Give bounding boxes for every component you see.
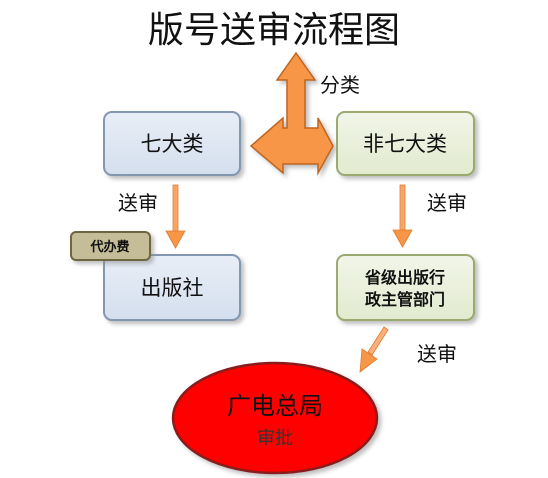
sarft-approval-node: 广电总局 审批	[171, 361, 379, 475]
submit-right-label: 送审	[427, 191, 467, 215]
node-seven-categories-label: 七大类	[141, 132, 204, 156]
diagonal-arrow-icon	[359, 326, 389, 373]
down-arrow-icon-left	[165, 184, 186, 249]
node-publisher: 出版社	[103, 254, 241, 321]
agency-fee-tag: 代办费	[70, 231, 151, 261]
diagram-title: 版号送审流程图	[148, 10, 400, 51]
node-provincial-line1: 省级出版行	[364, 268, 445, 287]
agency-fee-label: 代办费	[89, 239, 129, 255]
node-non-seven-categories: 非七大类	[336, 111, 475, 176]
classify-label: 分类	[320, 73, 360, 97]
down-arrow-icon-right	[392, 184, 413, 248]
node-provincial-authority: 省级出版行 政主管部门	[336, 254, 475, 321]
sarft-title: 广电总局	[227, 392, 323, 420]
sarft-action: 审批	[257, 428, 293, 449]
node-seven-categories: 七大类	[103, 111, 241, 176]
four-way-arrow-icon	[249, 51, 334, 176]
node-provincial-line2: 政主管部门	[365, 290, 445, 309]
submit-left-label: 送审	[118, 191, 158, 215]
submit-bottom-label: 送审	[417, 342, 457, 366]
node-publisher-label: 出版社	[141, 276, 204, 300]
node-non-seven-categories-label: 非七大类	[363, 132, 447, 156]
